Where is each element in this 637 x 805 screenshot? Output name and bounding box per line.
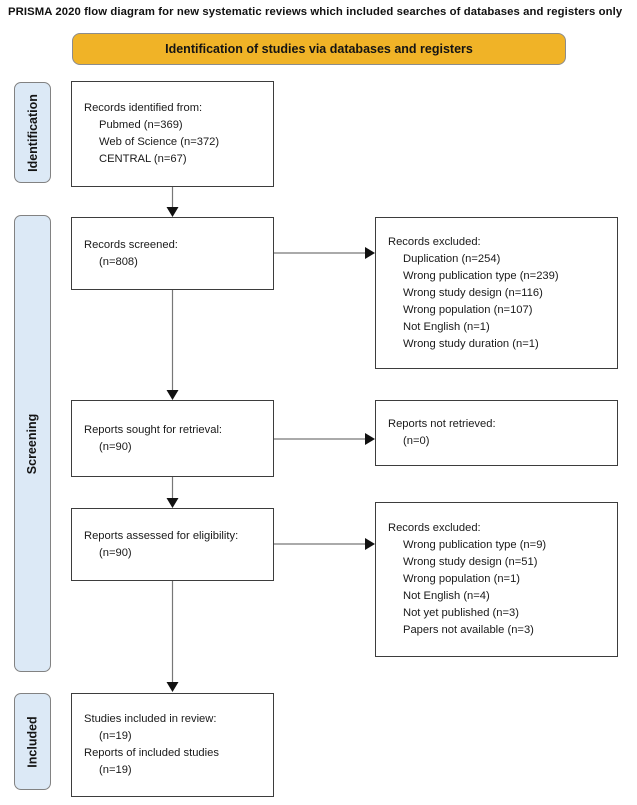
box-line: Reports sought for retrieval: xyxy=(84,423,223,436)
box-records-identified: Records identified from: Pubmed (n=369) … xyxy=(71,81,274,187)
stage-label-text: Screening xyxy=(25,413,40,474)
box-line: (n=808) xyxy=(99,255,138,268)
box-line: Wrong publication type (n=239) xyxy=(403,269,559,282)
arrow-right-icon xyxy=(274,538,375,550)
box-line: (n=90) xyxy=(99,440,132,453)
box-line: Reports of included studies xyxy=(84,747,219,759)
box-line: (n=19) xyxy=(99,730,132,742)
box-reports-assessed: Reports assessed for eligibility: (n=90) xyxy=(71,508,274,581)
box-line: Not English (n=4) xyxy=(403,590,490,602)
stage-label-screening: Screening xyxy=(14,215,51,672)
arrow-right-icon xyxy=(274,433,375,445)
box-line: Records screened: xyxy=(84,238,178,251)
arrow-down-icon xyxy=(166,477,179,508)
box-line: Records excluded: xyxy=(388,522,481,534)
box-line: Wrong publication type (n=9) xyxy=(403,539,547,551)
box-line: Wrong study design (n=116) xyxy=(403,286,543,299)
box-line: Records identified from: xyxy=(84,102,203,114)
box-line: Wrong population (n=107) xyxy=(403,303,533,316)
stage-label-text: Identification xyxy=(25,93,40,172)
stage-label-text: Included xyxy=(25,715,40,768)
box-line: (n=0) xyxy=(403,435,430,447)
box-line: Studies included in review: xyxy=(84,713,217,725)
box-line: Papers not available (n=3) xyxy=(403,624,534,636)
box-line: Wrong study design (n=51) xyxy=(403,556,538,568)
box-line: Web of Science (n=372) xyxy=(99,136,220,148)
box-line: (n=90) xyxy=(99,546,132,559)
arrow-down-icon xyxy=(166,290,179,400)
page-title: PRISMA 2020 flow diagram for new systema… xyxy=(8,6,623,18)
box-line: Not English (n=1) xyxy=(403,320,490,333)
banner-label: Identification of studies via databases … xyxy=(165,42,473,56)
box-line: Not yet published (n=3) xyxy=(403,607,519,619)
box-records-excluded-screening: Records excluded: Duplication (n=254) Wr… xyxy=(375,217,618,369)
box-line: Reports not retrieved: xyxy=(388,418,496,430)
box-reports-sought: Reports sought for retrieval: (n=90) xyxy=(71,400,274,477)
box-line: (n=19) xyxy=(99,764,132,776)
box-line: Pubmed (n=369) xyxy=(99,119,183,131)
arrow-down-icon xyxy=(166,581,179,692)
box-line: CENTRAL (n=67) xyxy=(99,153,187,165)
box-line: Duplication (n=254) xyxy=(403,252,501,265)
box-studies-included: Studies included in review: (n=19) Repor… xyxy=(71,693,274,797)
stage-label-identification: Identification xyxy=(14,82,51,183)
box-line: Wrong population (n=1) xyxy=(403,573,521,585)
box-line: Reports assessed for eligibility: xyxy=(84,529,239,542)
box-records-screened: Records screened: (n=808) xyxy=(71,217,274,290)
arrow-right-icon xyxy=(274,247,375,259)
box-records-excluded-eligibility: Records excluded: Wrong publication type… xyxy=(375,502,618,657)
arrow-down-icon xyxy=(166,187,179,217)
stage-label-included: Included xyxy=(14,693,51,790)
box-line: Records excluded: xyxy=(388,235,481,248)
box-line: Wrong study duration (n=1) xyxy=(403,337,539,350)
identification-banner: Identification of studies via databases … xyxy=(72,33,566,65)
box-reports-not-retrieved: Reports not retrieved: (n=0) xyxy=(375,400,618,466)
